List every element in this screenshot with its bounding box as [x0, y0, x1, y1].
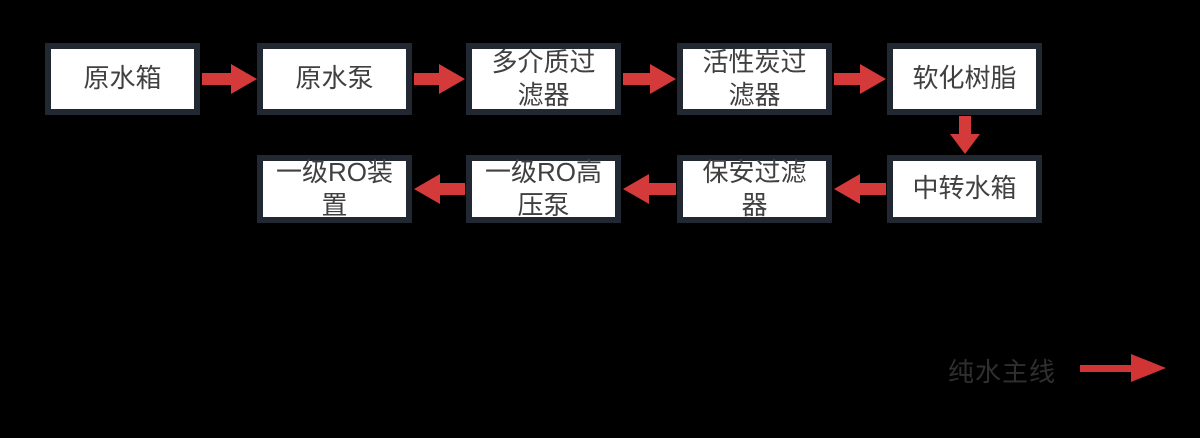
- node-label: 中转水箱: [912, 173, 1017, 204]
- flow-arrow-left-icon: [834, 174, 886, 204]
- node-label: 一级RO高 压泵: [484, 156, 602, 220]
- arrow-shaft: [202, 73, 231, 85]
- arrow-head: [231, 64, 257, 94]
- arrow-head: [650, 64, 676, 94]
- flow-arrow-left-icon: [623, 174, 676, 204]
- arrow-head: [860, 64, 886, 94]
- legend-label: 纯水主线: [948, 357, 1057, 387]
- node-activated-carbon-filter: 活性炭过 滤器: [677, 43, 832, 115]
- node-label: 原水泵: [295, 63, 374, 94]
- arrow-shaft: [414, 73, 439, 85]
- arrow-shaft: [440, 183, 465, 195]
- node-label: 一级RO装 置: [275, 156, 393, 220]
- flow-arrow-down-icon: [950, 116, 980, 154]
- legend-flow-arrow-icon: [1080, 354, 1166, 382]
- arrow-head: [834, 174, 860, 204]
- node-multi-media-filter: 多介质过 滤器: [466, 43, 621, 115]
- node-raw-water-tank: 原水箱: [45, 43, 200, 115]
- node-raw-water-pump: 原水泵: [257, 43, 412, 115]
- flow-arrow-right-icon: [414, 64, 465, 94]
- flow-arrow-left-icon: [414, 174, 465, 204]
- arrow-head: [439, 64, 465, 94]
- flow-arrow-right-icon: [202, 64, 257, 94]
- node-label: 活性炭过 滤器: [702, 46, 807, 110]
- node-softening-resin: 软化树脂: [887, 43, 1042, 115]
- node-transfer-water-tank: 中转水箱: [887, 155, 1042, 223]
- flow-arrow-right-icon: [834, 64, 886, 94]
- arrow-head: [414, 174, 440, 204]
- node-stage1-ro-high-pressure-pump: 一级RO高 压泵: [466, 155, 621, 223]
- arrow-shaft: [860, 183, 886, 195]
- node-security-filter: 保安过滤 器: [677, 155, 832, 223]
- arrow-shaft: [649, 183, 676, 195]
- node-label: 保安过滤 器: [702, 156, 807, 220]
- node-label: 多介质过 滤器: [491, 46, 596, 110]
- arrow-head: [950, 134, 980, 154]
- node-label: 原水箱: [83, 63, 162, 94]
- node-label: 软化树脂: [912, 63, 1017, 94]
- arrow-shaft: [1080, 364, 1131, 372]
- arrow-shaft: [834, 73, 860, 85]
- arrow-head: [623, 174, 649, 204]
- arrow-shaft: [623, 73, 650, 85]
- node-stage1-ro-unit: 一级RO装 置: [257, 155, 412, 223]
- arrow-head: [1131, 354, 1166, 382]
- flow-arrow-right-icon: [623, 64, 676, 94]
- arrow-shaft: [959, 116, 971, 134]
